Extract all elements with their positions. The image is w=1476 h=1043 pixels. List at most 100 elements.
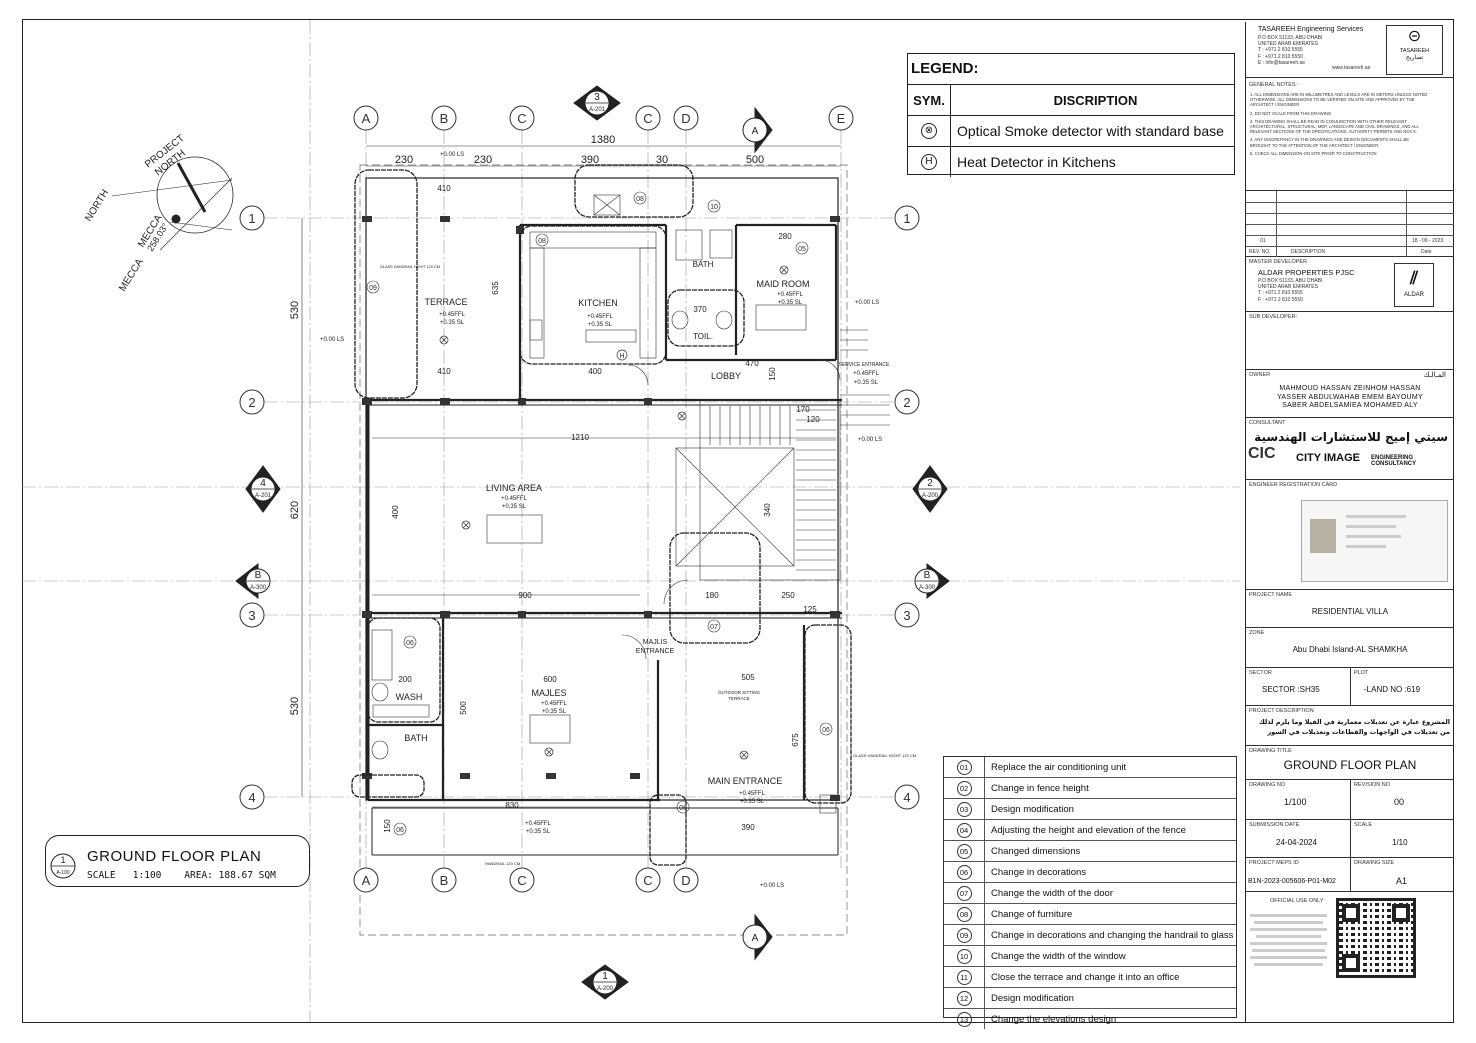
grid-col-c2-bottom: C (635, 867, 661, 893)
svg-text:08: 08 (538, 238, 546, 245)
section-markers: 3A-201 1A-200 4 A-201 2A-200 B A-300 B A-30… (235, 85, 950, 1000)
svg-text:30: 30 (656, 154, 668, 166)
svg-text:+0.35 SL: +0.35 SL (440, 320, 465, 326)
revision-clouds (351, 164, 852, 866)
fixtures (371, 194, 841, 814)
tb-sector-plot: SECTOR PLOT SECTOR :SH35 -LAND NO :619 (1246, 668, 1454, 706)
room-majles: MAJLES (531, 688, 566, 698)
svg-text:A-201: A-201 (255, 493, 272, 499)
svg-text:170: 170 (796, 405, 810, 414)
svg-text:900: 900 (518, 591, 532, 600)
grid-row-4-left: 4 (239, 784, 265, 810)
grid-col-d-top: D (673, 105, 699, 131)
svg-text:B: B (255, 570, 262, 581)
section-mark-right-b: BA-300 (914, 562, 950, 600)
svg-text:1: 1 (60, 855, 65, 865)
room-main-entrance: MAIN ENTRANCE (708, 776, 783, 786)
svg-text:620: 620 (289, 501, 301, 519)
north-arrow: NORTH PROJECT NORTH MECCA 258.03° MECCA (83, 133, 234, 294)
svg-text:3: 3 (248, 608, 255, 623)
section-mark-bottom: 1A-200 (581, 964, 629, 1000)
drawing-title: GROUND FLOOR PLAN (87, 848, 262, 865)
tb-submission: SUBMISSION DATE SCALE 24-04-2024 1/10 (1246, 820, 1454, 858)
svg-text:07: 07 (710, 624, 718, 631)
staircase (675, 329, 890, 581)
svg-text:05: 05 (798, 246, 806, 253)
room-toilet: TOIL. (693, 332, 713, 341)
revision-no: 00 (1394, 797, 1405, 807)
svg-text:1380: 1380 (591, 134, 615, 146)
tb-project-description: PROJECT DESCRIPTION المشروع عبارة عن تعد… (1246, 706, 1454, 746)
area-label: AREA: (184, 870, 213, 881)
tb-drawing-title: DRAWING TITLE GROUND FLOOR PLAN (1246, 746, 1454, 780)
svg-text:D: D (681, 873, 690, 888)
svg-text:A-300: A-300 (919, 585, 936, 591)
room-living: LIVING AREA (486, 483, 542, 493)
svg-text:+0.35 SL: +0.35 SL (854, 380, 879, 386)
drawing-size: A1 (1396, 876, 1408, 886)
section-mark-left-b: B A-300 (235, 562, 271, 600)
svg-text:+0.45FFL: +0.45FFL (501, 496, 528, 502)
grid-col-b-bottom: B (431, 867, 457, 893)
svg-text:A-300: A-300 (250, 585, 267, 591)
svg-text:530: 530 (289, 301, 301, 319)
room-lobby: LOBBY (711, 371, 741, 381)
svg-text:+0.35 SL: +0.35 SL (588, 322, 613, 328)
svg-text:E: E (837, 111, 846, 126)
grid-row-3-left: 3 (239, 602, 265, 628)
section-mark-bottom-a: A (742, 913, 773, 961)
svg-text:390: 390 (581, 154, 599, 166)
section-mark-top: 3A-201 (573, 85, 621, 121)
grid-col-a-top: A (353, 105, 379, 131)
svg-text:410: 410 (437, 367, 451, 376)
meps-id: B1N-2023-005606-P01-M02 (1248, 878, 1336, 885)
legend-row: H Heat Detector in Kitchens (908, 147, 1234, 177)
svg-text:GLASS HANDRAIL HIGHT 120 CM: GLASS HANDRAIL HIGHT 120 CM (380, 265, 440, 269)
svg-text:A-100: A-100 (56, 870, 70, 876)
svg-text:500: 500 (459, 701, 468, 715)
approval-stamp (1246, 910, 1331, 1015)
drawing-sheet (22, 19, 1454, 1023)
drawing-no: 1/100 (1284, 797, 1307, 807)
tb-zone: ZONE Abu Dhabi Island-AL SHAMKHA (1246, 628, 1454, 668)
consultant-ar: سيتي إميج للاستشارات الهندسية (1254, 430, 1448, 444)
svg-text:09: 09 (369, 285, 377, 292)
svg-text:+0.00 LS: +0.00 LS (858, 437, 882, 443)
grid-col-a-bottom: A (353, 867, 379, 893)
svg-text:505: 505 (741, 673, 755, 682)
svg-text:HANDRAIL 120 CM: HANDRAIL 120 CM (485, 861, 520, 866)
zone: Abu Dhabi Island-AL SHAMKHA (1292, 645, 1408, 654)
svg-text:A-200: A-200 (597, 986, 614, 992)
svg-text:+0.45FFL: +0.45FFL (541, 701, 568, 707)
svg-text:470: 470 (745, 359, 759, 368)
svg-text:C: C (517, 111, 526, 126)
svg-text:600: 600 (543, 675, 557, 684)
svg-text:1: 1 (602, 971, 608, 982)
svg-text:06: 06 (679, 805, 687, 812)
svg-text:+0.00 LS: +0.00 LS (440, 152, 464, 158)
scale-value: 1:100 (132, 870, 162, 881)
legend-row: ⊗ Optical Smoke detector with standard b… (908, 116, 1234, 147)
legend-desc: Heat Detector in Kitchens (957, 154, 1116, 170)
legend-title: LEGEND: (908, 54, 1234, 85)
legend: LEGEND: SYM. DISCRIPTION ⊗ Optical Smoke… (907, 53, 1235, 177)
svg-text:+0.45FFL: +0.45FFL (439, 312, 466, 318)
tb-meps: PROJECT MEPS ID DRAWING SIZE B1N-2023-00… (1246, 858, 1454, 892)
room-service-entrance: SERVICE ENTRANCE (839, 362, 890, 368)
grid-row-2-right: 2 (894, 389, 920, 415)
tb-engineer-card: ENGINEER REGISTRATION CARD (1246, 480, 1454, 590)
svg-text:340: 340 (763, 503, 772, 517)
owner-name: SABER ABDELSAMIEA MOHAMED ALY (1282, 402, 1418, 409)
svg-text:06: 06 (822, 727, 830, 734)
consultant-name: CITY IMAGE (1296, 452, 1360, 464)
tb-master-developer: MASTER DEVELOPER ALDAR PROPERTIES PJSC P… (1246, 257, 1454, 312)
section-mark-top-a: A (742, 106, 773, 154)
level-markers: +0.00 LS +0.00 LS +0.00 LS +0.00 LS +0.0… (320, 152, 916, 889)
